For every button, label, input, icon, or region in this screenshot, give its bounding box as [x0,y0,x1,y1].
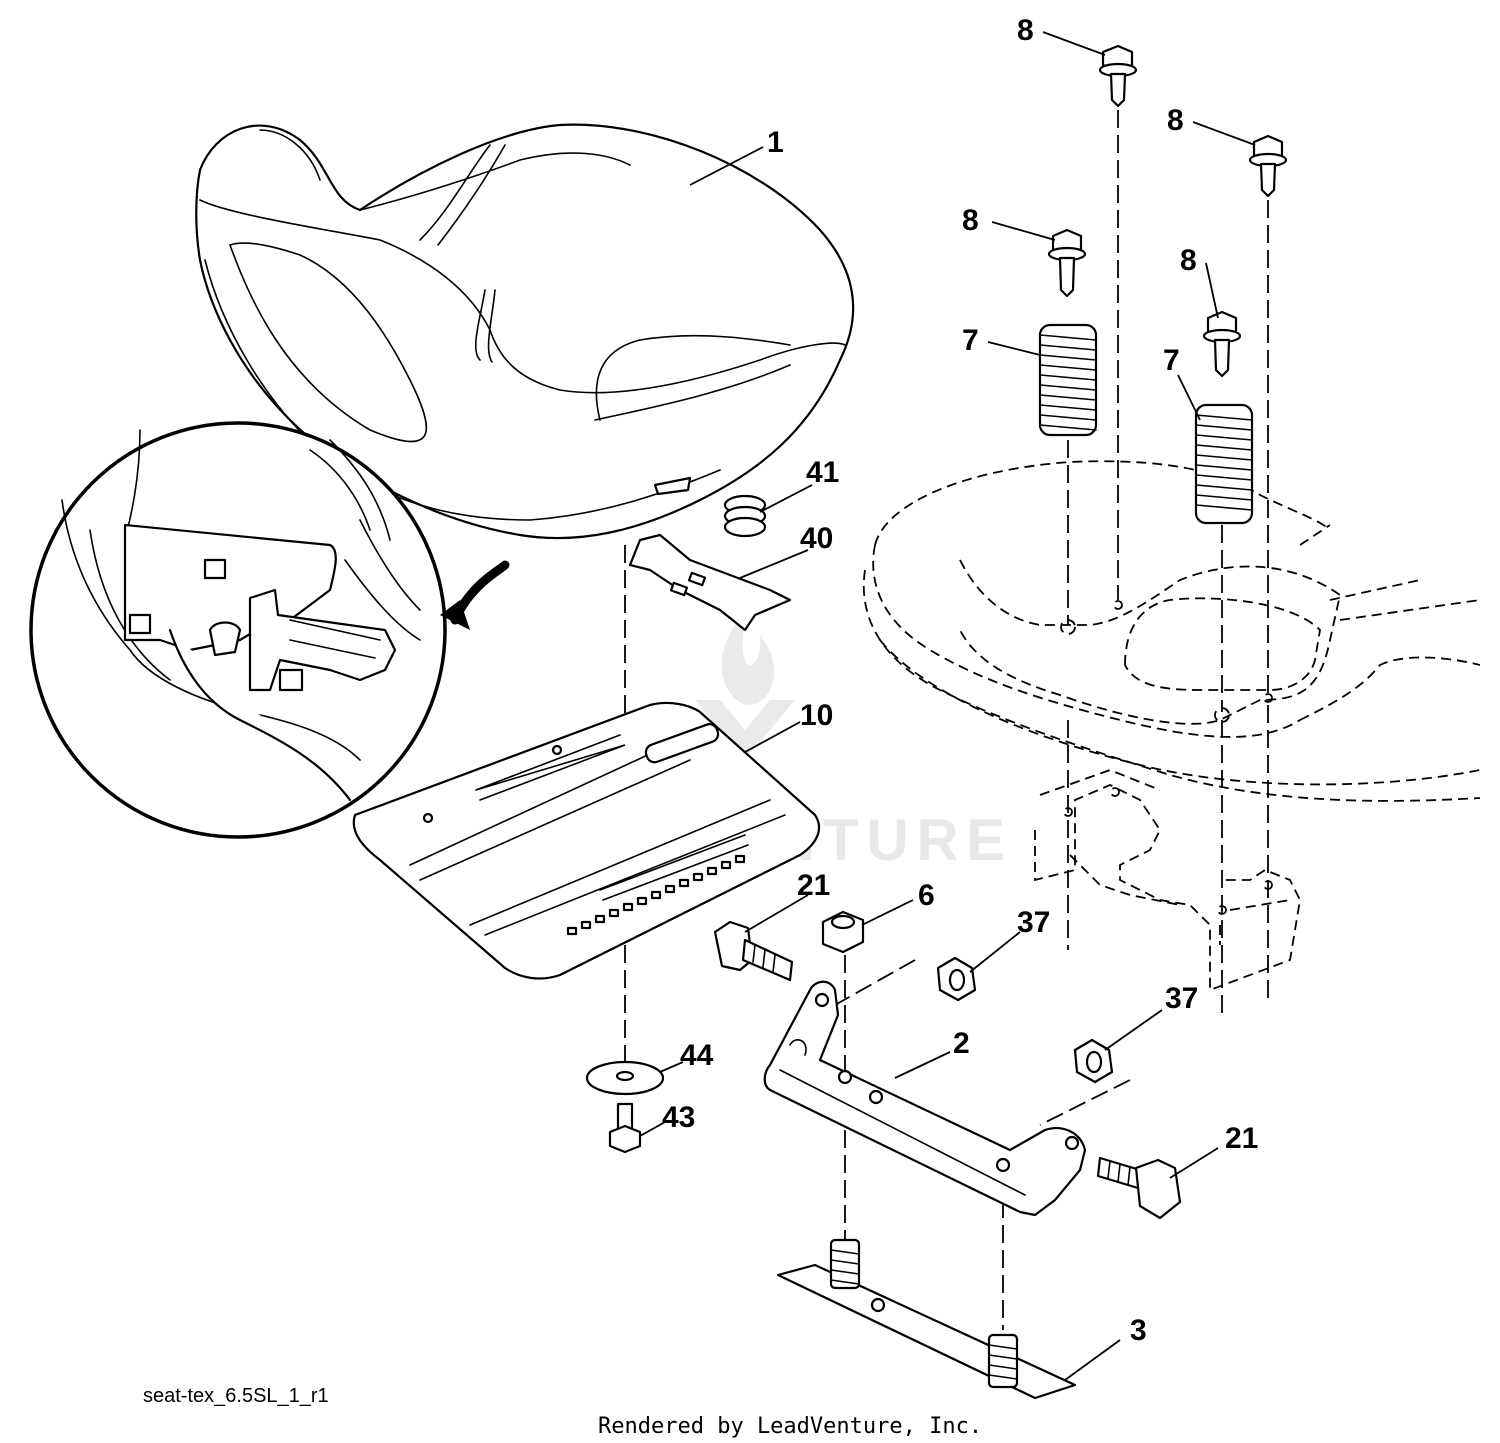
bolt-43 [608,1102,642,1154]
leadventure-flame-logo-icon [721,610,775,705]
bracket-2 [763,980,1087,1217]
callout-8-a: 8 [1017,14,1034,47]
callout-8-c: 8 [962,204,979,237]
callout-7-b: 7 [1163,344,1180,377]
callout-labels: 1 8 8 8 8 7 7 41 40 10 21 6 37 37 2 21 4… [662,14,1258,1347]
callout-41: 41 [806,456,839,489]
spring-7-b [1194,403,1254,525]
bolt-21-right [1096,1156,1182,1220]
callout-1: 1 [767,126,784,159]
callout-43: 43 [662,1101,695,1134]
bolt-21-left [713,920,794,982]
washer-44 [585,1060,665,1096]
seat [195,123,855,540]
callout-37-a: 37 [1017,906,1050,939]
bolt-8-a [1098,44,1138,108]
bolt-8-b [1248,134,1288,198]
watermark-chevron-icon [695,700,795,760]
seat-pan-adjust-slots [566,854,746,936]
arrow-icon [440,600,470,630]
callout-21-a: 21 [797,869,830,902]
callout-21-b: 21 [1225,1122,1258,1155]
plate-stud-right [987,1333,1019,1389]
render-credit: Rendered by LeadVenture, Inc. [598,1414,982,1439]
callout-7-a: 7 [962,324,979,357]
diagram-id: seat-tex_6.5SL_1_r1 [143,1385,329,1407]
nut-6 [821,910,865,954]
nut-37-b [1073,1038,1114,1084]
callout-8-d: 8 [1180,244,1197,277]
callout-44: 44 [680,1039,714,1072]
bolt-8-d [1202,310,1242,378]
spring-7-a [1038,323,1098,437]
tractor-frame-dashed [862,460,1481,992]
bolt-8-c [1047,228,1087,298]
callout-10: 10 [800,699,833,732]
callout-2: 2 [953,1027,970,1060]
callout-8-b: 8 [1167,104,1184,137]
detail-inset-circle [29,421,510,839]
plate-3 [776,1238,1077,1400]
callout-3: 3 [1130,1314,1147,1347]
seat-pan-10 [352,701,821,980]
spring-41 [723,494,767,538]
leader-lines [639,31,1256,1381]
nut-37-a [936,956,977,1002]
clip-40 [628,533,792,632]
callout-40: 40 [800,522,833,555]
callout-37-b: 37 [1165,982,1198,1015]
callout-6: 6 [918,879,935,912]
plate-stud-left [829,1238,861,1290]
